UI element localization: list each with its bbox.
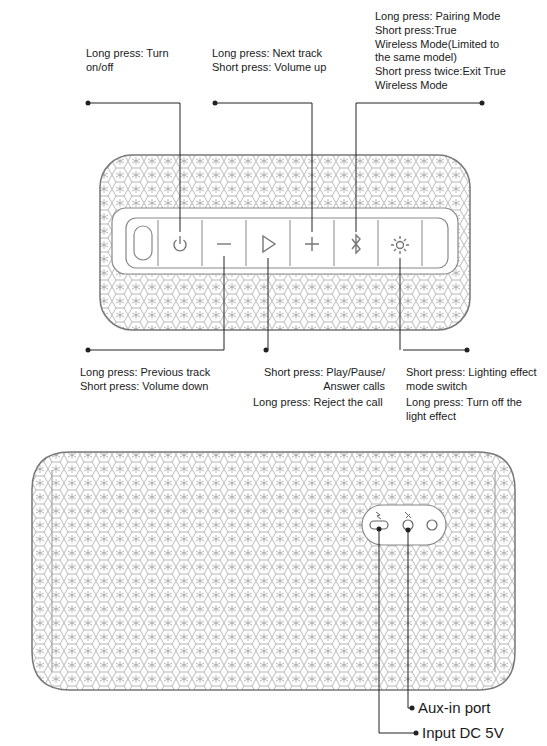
leader-dots <box>377 527 419 736</box>
speaker-body <box>32 452 515 690</box>
port-panel <box>362 505 446 545</box>
button-icons <box>174 235 409 254</box>
aux-icon <box>405 512 411 518</box>
callout-label: Short press: Play/Pause/ Answer calls <box>253 366 385 393</box>
callout-label: Long press: Previous track <box>80 366 245 380</box>
callout-label: Long press: Reject the call <box>253 396 403 410</box>
port-hole <box>427 520 437 530</box>
callout-label: Short press: Volume up <box>212 61 372 75</box>
leader-dots <box>86 101 485 353</box>
light-icon <box>397 242 404 249</box>
button-strip <box>112 208 458 274</box>
leader-lines <box>379 529 416 733</box>
callout-label: Short press: Volume down <box>80 380 245 394</box>
callout-label: Aux-in port <box>418 699 543 717</box>
strap-slot <box>134 226 152 260</box>
callout-label: Long press: Next track <box>212 47 372 61</box>
minus-icon <box>217 243 231 244</box>
callout-label: Long press: Turn on/off <box>86 47 186 74</box>
callout-label: Short press: Lighting effect mode switch <box>406 366 544 393</box>
leader-lines <box>88 103 482 350</box>
button-dividers <box>158 220 422 266</box>
speaker-body <box>100 155 470 330</box>
speaker-back-view <box>32 452 515 690</box>
bluetooth-icon <box>352 235 360 253</box>
play-icon <box>263 236 275 252</box>
callout-label: Long press: Turn off the light effect <box>406 396 544 423</box>
charge-icon <box>376 512 381 519</box>
callout-label: Short press:True Wireless Mode(Limited t… <box>375 24 501 65</box>
callout-label: Long press: Pairing Mode <box>375 10 543 24</box>
plus-icon <box>305 237 319 251</box>
callout-label: Short press twice:Exit True Wireless Mod… <box>375 65 535 92</box>
callout-label: Input DC 5V <box>422 724 544 742</box>
speaker-top-view <box>100 155 470 330</box>
